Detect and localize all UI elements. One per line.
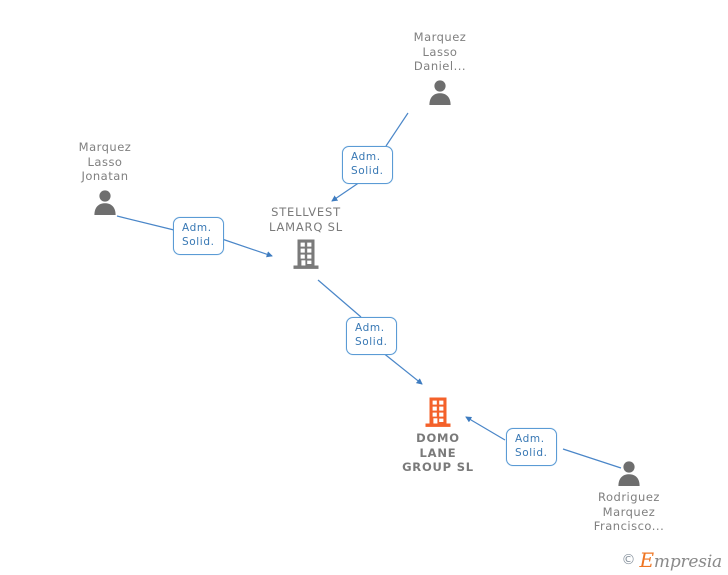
brand-initial: E (639, 548, 655, 572)
edge-label-adm-solid-jonatan[interactable]: Adm. Solid. (173, 217, 224, 255)
edge-jonatan-to-label (116, 215, 175, 231)
edge-stellvest-to-label (317, 279, 362, 318)
node-person-rodriguez-marquez-francisco[interactable]: Rodriguez Marquez Francisco... (569, 459, 689, 534)
edge-rodriguez-to-label (562, 448, 622, 469)
watermark-empresia: © Empresia (622, 548, 723, 572)
brand-rest: mpresia (653, 552, 722, 572)
edge-label-adm-solid-stellvest[interactable]: Adm. Solid. (346, 317, 397, 355)
brand-name: Empresia (640, 548, 723, 572)
edge-label-to-domolane-2 (465, 416, 506, 441)
edge-label-adm-solid-rodriguez[interactable]: Adm. Solid. (506, 428, 557, 466)
node-company-stellvest-lamarq-sl[interactable]: STELLVEST LAMARQ SL (246, 205, 366, 270)
node-label: Rodriguez Marquez Francisco... (593, 490, 665, 533)
node-label: STELLVEST LAMARQ SL (269, 205, 343, 234)
node-person-marquez-lasso-daniel[interactable]: Marquez Lasso Daniel... (380, 30, 500, 106)
edge-label-adm-solid-daniel[interactable]: Adm. Solid. (342, 146, 393, 184)
node-person-marquez-lasso-jonatan[interactable]: Marquez Lasso Jonatan (45, 140, 165, 216)
person-icon (91, 188, 119, 216)
person-icon (426, 78, 454, 106)
edge-label2-to-stellvest (221, 238, 273, 258)
edge-label-to-domolane (381, 351, 423, 385)
node-company-domo-lane-group-sl[interactable]: DOMO LANE GROUP SL (378, 396, 498, 475)
edge-label-to-stellvest (331, 181, 361, 202)
building-icon (292, 238, 320, 270)
person-icon (615, 459, 643, 487)
node-label: Marquez Lasso Daniel... (413, 30, 467, 73)
node-label: Marquez Lasso Jonatan (78, 140, 132, 183)
node-label: DOMO LANE GROUP SL (402, 431, 474, 474)
building-icon-highlighted (424, 396, 452, 428)
edge-daniel-to-label (385, 112, 409, 147)
copyright-icon: © (621, 552, 636, 568)
